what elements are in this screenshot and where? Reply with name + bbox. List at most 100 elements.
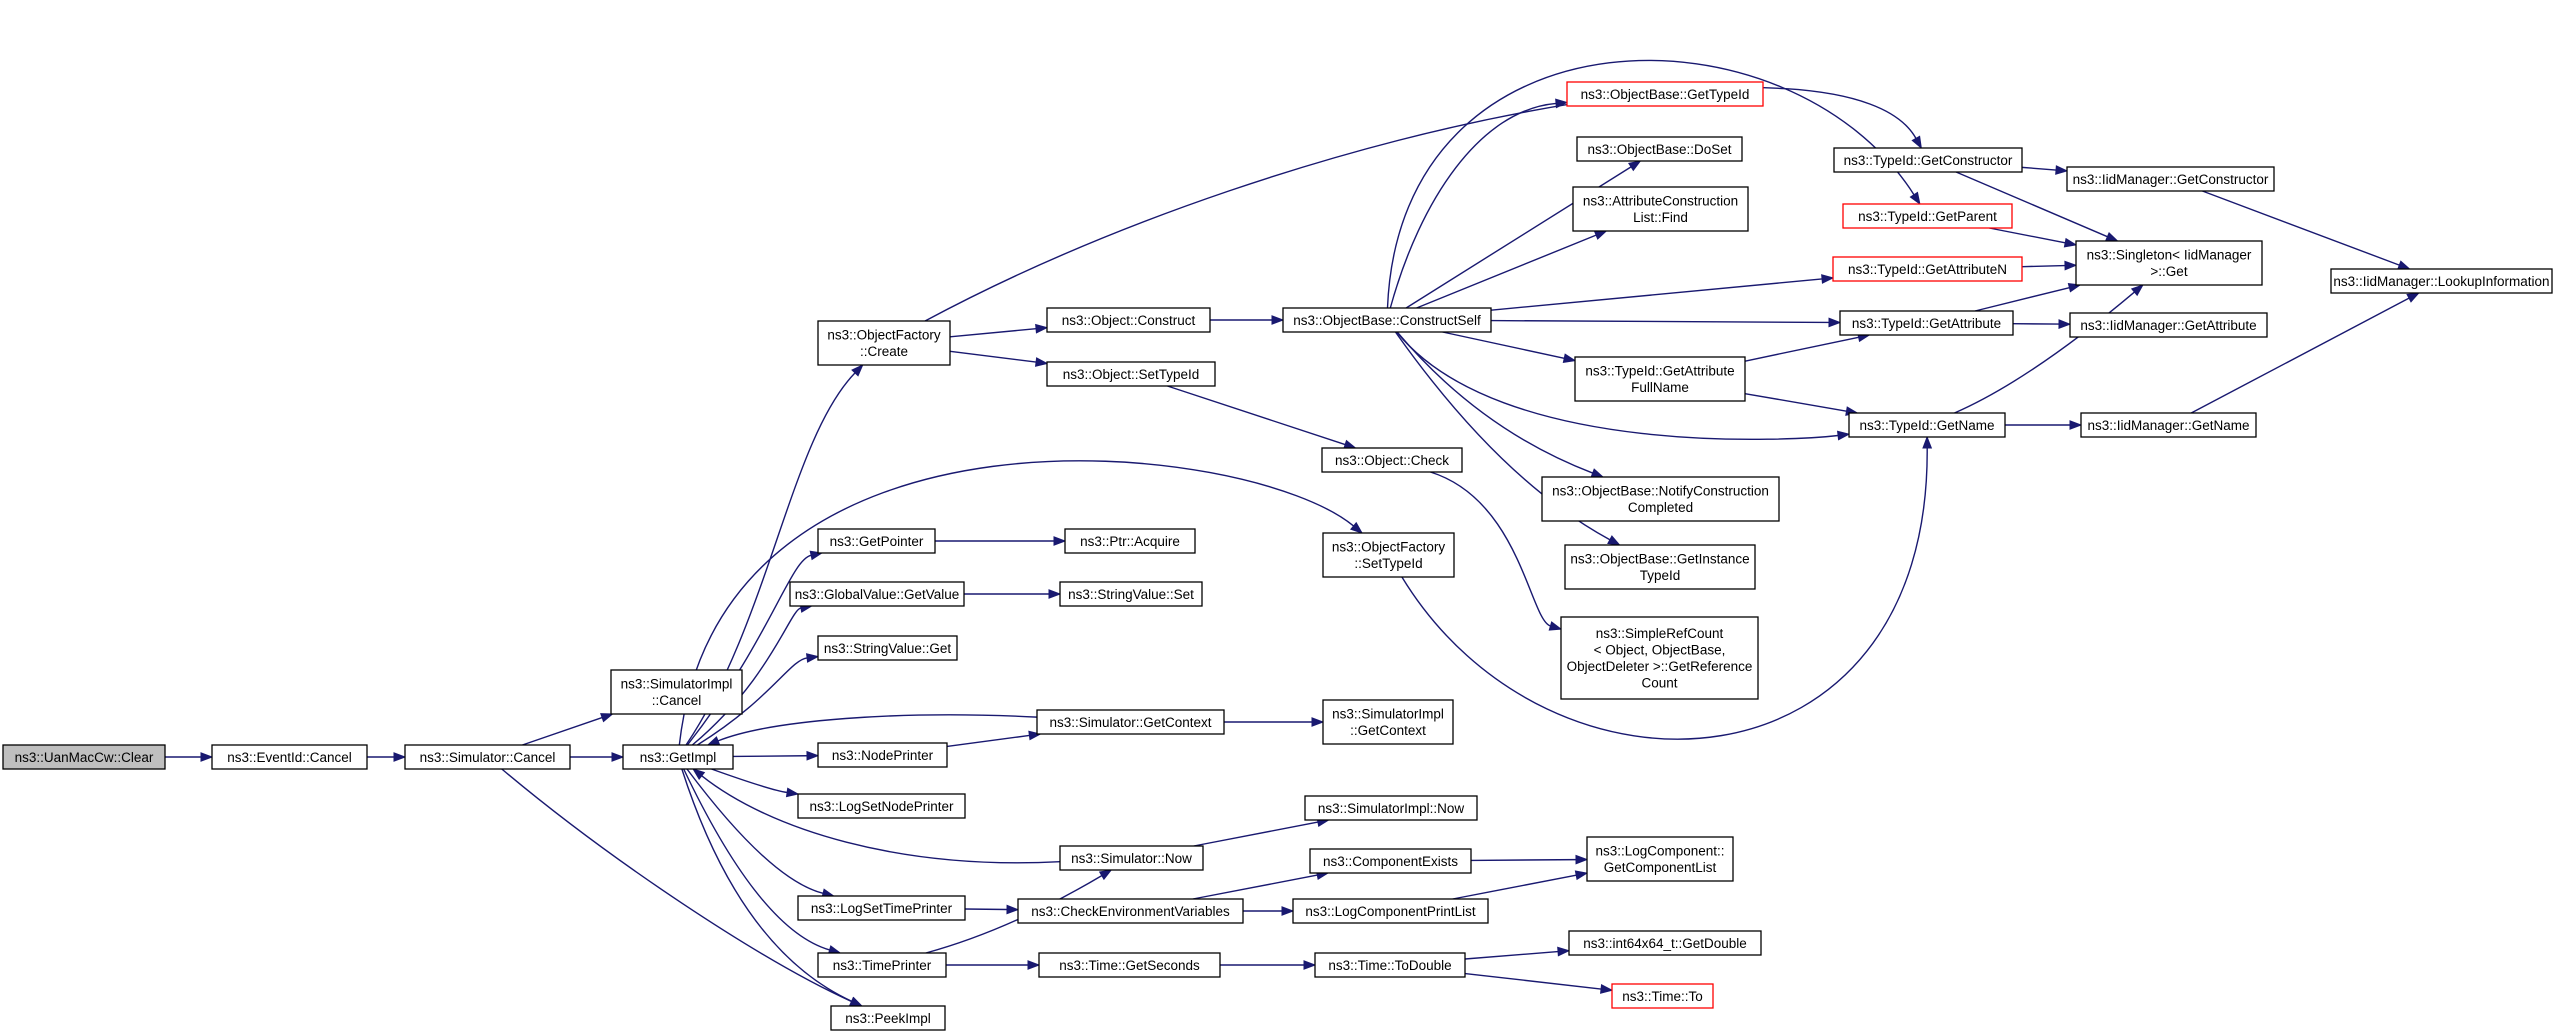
node-label: ns3::ObjectFactory (1332, 540, 1446, 555)
arrowhead (1562, 353, 1577, 364)
node-iidgetname[interactable]: ns3::IidManager::GetName (2080, 412, 2257, 438)
node-logcompprint[interactable]: ns3::LogComponentPrintList (1292, 898, 1489, 924)
node-objcheck[interactable]: ns3::Object::Check (1321, 447, 1463, 473)
node-label: ns3::NodePrinter (832, 748, 934, 763)
node-timeto[interactable]: ns3::Time::To (1611, 983, 1714, 1009)
node-label: GetComponentList (1604, 860, 1717, 875)
arrowhead (1922, 435, 1933, 449)
node-clear[interactable]: ns3::UanMacCw::Clear (2, 744, 166, 770)
node-tgetattrn[interactable]: ns3::TypeId::GetAttributeN (1832, 256, 2023, 282)
node-evcancel[interactable]: ns3::EventId::Cancel (211, 744, 368, 770)
arrowhead (1821, 274, 1835, 284)
arrowhead (2406, 292, 2420, 303)
node-box (1038, 952, 1221, 978)
node-objsettypeid[interactable]: ns3::Object::SetTypeId (1046, 361, 1216, 387)
call-edge-tgetname-to-iidgetname (2005, 420, 2083, 430)
node-constructself[interactable]: ns3::ObjectBase::ConstructSelf (1282, 307, 1492, 333)
arrowhead (1311, 717, 1325, 727)
call-edge-clear-to-evcancel (165, 752, 214, 762)
arrowhead (1035, 323, 1049, 334)
node-checkenv[interactable]: ns3::CheckEnvironmentVariables (1017, 898, 1244, 924)
node-obdoset[interactable]: ns3::ObjectBase::DoSet (1576, 136, 1743, 162)
arrowhead (200, 752, 214, 762)
node-label: ns3::ComponentExists (1323, 854, 1458, 869)
call-edge-gvgetvalue-to-svset (964, 589, 1062, 599)
call-edge-getimpl-to-getpointer (686, 550, 824, 746)
node-obgettypeid[interactable]: ns3::ObjectBase::GetTypeId (1566, 81, 1764, 107)
call-edge-simgetcontext-to-getimpl (706, 714, 1038, 746)
node-obnotify[interactable]: ns3::ObjectBase::NotifyConstructionCompl… (1541, 476, 1780, 522)
node-gvgetvalue[interactable]: ns3::GlobalValue::GetValue (789, 581, 965, 607)
node-simcancel[interactable]: ns3::Simulator::Cancel (404, 744, 571, 770)
node-compexists[interactable]: ns3::ComponentExists (1309, 848, 1472, 874)
node-timeprinter[interactable]: ns3::TimePrinter (817, 952, 947, 978)
node-peekimpl[interactable]: ns3::PeekImpl (830, 1005, 946, 1031)
node-box (1568, 930, 1762, 956)
node-box (1833, 147, 2023, 173)
node-box (1576, 136, 1743, 162)
node-tgetconstructor[interactable]: ns3::TypeId::GetConstructor (1833, 147, 2023, 173)
arrowhead (1034, 357, 1049, 367)
node-label: ns3::StringValue::Get (824, 641, 952, 656)
call-edge-simcancel-to-getimpl (570, 752, 625, 762)
node-simnow[interactable]: ns3::Simulator::Now (1059, 845, 1204, 871)
node-ptracquire[interactable]: ns3::Ptr::Acquire (1064, 528, 1196, 554)
node-box (817, 320, 951, 366)
node-tgetattr[interactable]: ns3::TypeId::GetAttribute (1839, 310, 2014, 336)
node-svget[interactable]: ns3::StringValue::Get (817, 635, 958, 661)
call-edge-getimpl-to-ofsettypeid (678, 460, 1364, 746)
call-edge-constructself-to-obdoset (1405, 160, 1642, 309)
node-singleton[interactable]: ns3::Singleton< IidManager>::Get (2075, 240, 2263, 286)
node-iidgetattr[interactable]: ns3::IidManager::GetAttribute (2069, 312, 2268, 338)
node-simplerefcount[interactable]: ns3::SimpleRefCount< Object, ObjectBase,… (1560, 616, 1759, 700)
call-edge-ofcreate-to-objconstruct (949, 323, 1049, 338)
node-implcancel[interactable]: ns3::SimulatorImpl::Cancel (610, 669, 743, 715)
call-edge-simnow-to-implnow (1193, 817, 1331, 847)
arrowhead (1098, 869, 1113, 881)
arrowhead (2130, 284, 2144, 297)
node-label: >::Get (2150, 264, 2187, 279)
node-svset[interactable]: ns3::StringValue::Set (1059, 581, 1203, 607)
node-box (1017, 898, 1244, 924)
node-label: ns3::Simulator::GetContext (1049, 715, 1211, 730)
node-iidgetconstructor[interactable]: ns3::IidManager::GetConstructor (2066, 166, 2275, 192)
node-label: ns3::TypeId::GetAttribute (1852, 316, 2001, 331)
node-timegetseconds[interactable]: ns3::Time::GetSeconds (1038, 952, 1221, 978)
node-label: ns3::LogComponentPrintList (1305, 904, 1476, 919)
node-tgetname[interactable]: ns3::TypeId::GetName (1848, 412, 2006, 438)
node-iidlookup[interactable]: ns3::IidManager::LookupInformation (2330, 268, 2553, 294)
node-logcomplist[interactable]: ns3::LogComponent::GetComponentList (1586, 836, 1734, 882)
node-label: ns3::SimulatorImpl (1332, 707, 1444, 722)
node-label: ns3::EventId::Cancel (227, 750, 352, 765)
node-ofcreate[interactable]: ns3::ObjectFactory::Create (817, 320, 951, 366)
call-edge-getimpl-to-svget (696, 653, 820, 746)
node-objconstruct[interactable]: ns3::Object::Construct (1046, 307, 1211, 333)
node-ofsettypeid[interactable]: ns3::ObjectFactory::SetTypeId (1322, 532, 1455, 578)
node-getpointer[interactable]: ns3::GetPointer (817, 528, 936, 554)
node-int64getdouble[interactable]: ns3::int64x64_t::GetDouble (1568, 930, 1762, 956)
node-box (1282, 307, 1492, 333)
node-label: ns3::ObjectFactory (827, 328, 941, 343)
call-edge-constructself-to-obgetinst (1394, 331, 1621, 546)
node-label: ns3::ObjectBase::NotifyConstruction (1552, 484, 1769, 499)
node-box (404, 744, 571, 770)
arrowhead (1548, 621, 1563, 631)
node-getimpl[interactable]: ns3::GetImpl (622, 744, 734, 770)
node-label: ns3::SimulatorImpl::Now (1318, 801, 1465, 816)
call-edge-tgetattrfull-to-tgetattr (1744, 332, 1871, 362)
node-nodeprinter[interactable]: ns3::NodePrinter (817, 742, 948, 768)
node-tgetparent[interactable]: ns3::TypeId::GetParent (1842, 203, 2013, 229)
node-logtimeprinter[interactable]: ns3::LogSetTimePrinter (797, 895, 966, 921)
node-implgetcontext[interactable]: ns3::SimulatorImpl::GetContext (1322, 699, 1454, 745)
node-box (797, 895, 966, 921)
node-simgetcontext[interactable]: ns3::Simulator::GetContext (1036, 709, 1225, 735)
node-lognodeprinter[interactable]: ns3::LogSetNodePrinter (797, 793, 966, 819)
node-timetodouble[interactable]: ns3::Time::ToDouble (1314, 952, 1466, 978)
node-implnow[interactable]: ns3::SimulatorImpl::Now (1304, 795, 1478, 821)
arrowhead (2058, 319, 2072, 330)
call-edge-timetodouble-to-int64getdouble (1464, 946, 1571, 960)
